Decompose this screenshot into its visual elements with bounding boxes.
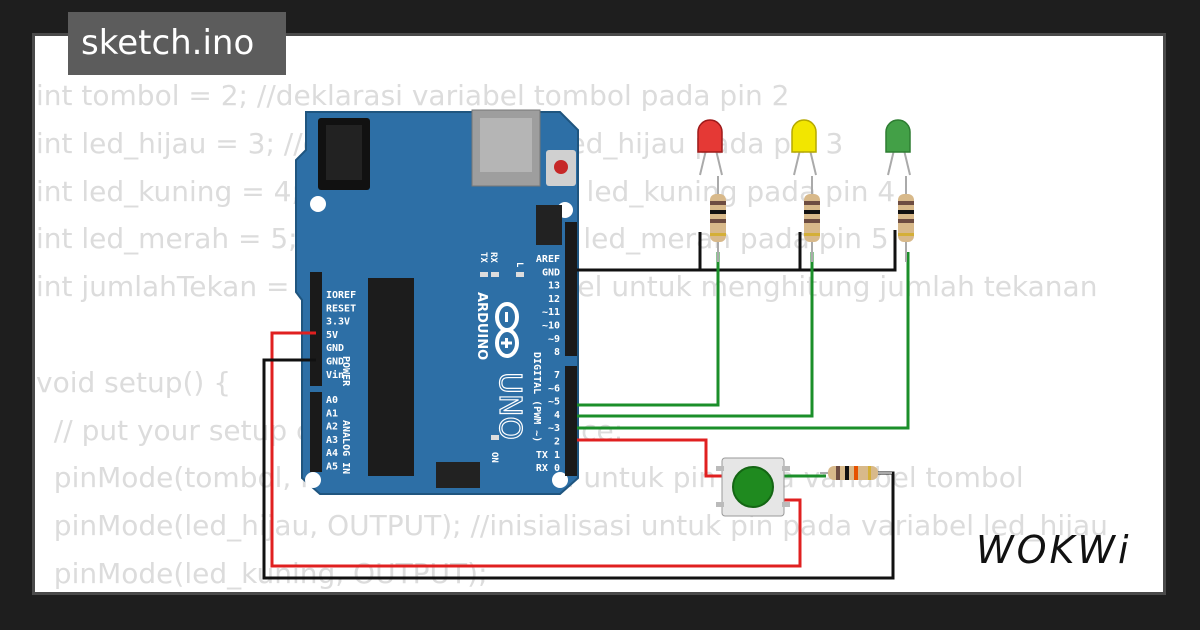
wire-pin5-red-led <box>577 252 720 407</box>
pin-label: IOREF <box>326 290 356 301</box>
tx-label: TX <box>478 252 488 263</box>
wokwi-logo: WOKWi <box>976 528 1132 572</box>
uno-model-text: UNO <box>492 372 527 440</box>
digital-label: DIGITAL (PWM ~) <box>531 352 542 442</box>
pin-label: A5 <box>326 462 338 473</box>
pin-label: A2 <box>326 422 338 433</box>
wire-pin3-green-led <box>577 252 910 430</box>
analog-header <box>310 392 322 472</box>
pin-label: A0 <box>326 395 338 406</box>
wires <box>262 230 910 580</box>
pin-label: TX 1 <box>536 450 560 461</box>
arduino-brand-text: ARDUINO <box>474 292 489 360</box>
pin-label: Vin <box>326 369 344 381</box>
yellow-led <box>791 119 817 176</box>
power-label: POWER <box>340 356 351 387</box>
pin-label: RESET <box>326 303 356 314</box>
pin-label: RX 0 <box>536 463 560 474</box>
pin-label: A4 <box>326 448 338 459</box>
pin-label: GND <box>542 267 560 278</box>
preview-card <box>32 33 1166 595</box>
pin-label: 13 <box>548 281 560 292</box>
pin-label: 5V <box>326 330 338 341</box>
pin-label: A3 <box>326 435 338 446</box>
pin-label: ~5 <box>548 397 560 408</box>
code-line: pinMode(led_kuning, OUTPUT); <box>36 556 488 590</box>
pin-label: GND <box>326 357 344 368</box>
rx-label: RX <box>488 252 498 263</box>
red-led <box>697 119 723 176</box>
microcontroller-chip <box>368 278 414 476</box>
code-line: int tombol = 2; //deklarasi variabel tom… <box>36 79 790 112</box>
resistor-yellow-led <box>804 176 820 262</box>
analog-label: ANALOG IN <box>340 420 351 474</box>
pin-label: ~9 <box>548 334 560 345</box>
digital-header-bottom <box>565 366 577 476</box>
pulldown-resistor <box>820 466 892 480</box>
pin-label: 4 <box>554 410 560 421</box>
resistor-green-led <box>898 176 914 262</box>
digital-header-top <box>565 222 577 356</box>
pin-label: A1 <box>326 408 338 419</box>
pin-label: 12 <box>548 294 560 305</box>
pin-label: ~3 <box>548 423 560 434</box>
pin-label: 2 <box>554 437 560 448</box>
pin-label: ~6 <box>548 383 560 394</box>
pin-label: 3.3V <box>326 317 350 328</box>
led-group <box>697 119 911 176</box>
pin-label: ~10 <box>542 321 560 332</box>
gnd-rail-wire <box>577 230 897 272</box>
wire-pin4-yellow-led <box>577 252 814 418</box>
file-title-tab: sketch.ino <box>68 12 286 75</box>
wire-5v <box>270 331 802 568</box>
on-label: ON <box>489 452 499 463</box>
l-label: L <box>514 262 524 268</box>
pin-label: 8 <box>554 347 560 358</box>
power-header <box>310 272 322 386</box>
arduino-logo <box>495 302 519 358</box>
pin-label: GND <box>326 343 344 354</box>
resistor-red-led <box>710 176 726 262</box>
push-button[interactable] <box>716 457 790 517</box>
pin-label: 7 <box>554 370 560 381</box>
led-resistors <box>710 176 914 262</box>
pin-label: ~11 <box>542 307 560 318</box>
wire-pin2-button <box>577 438 722 478</box>
green-led <box>885 119 911 176</box>
code-line: pinMode(led_hijau, OUTPUT); //inisialisa… <box>36 509 1108 543</box>
code-line: void setup() { <box>36 365 232 399</box>
pin-label: AREF <box>536 254 560 265</box>
